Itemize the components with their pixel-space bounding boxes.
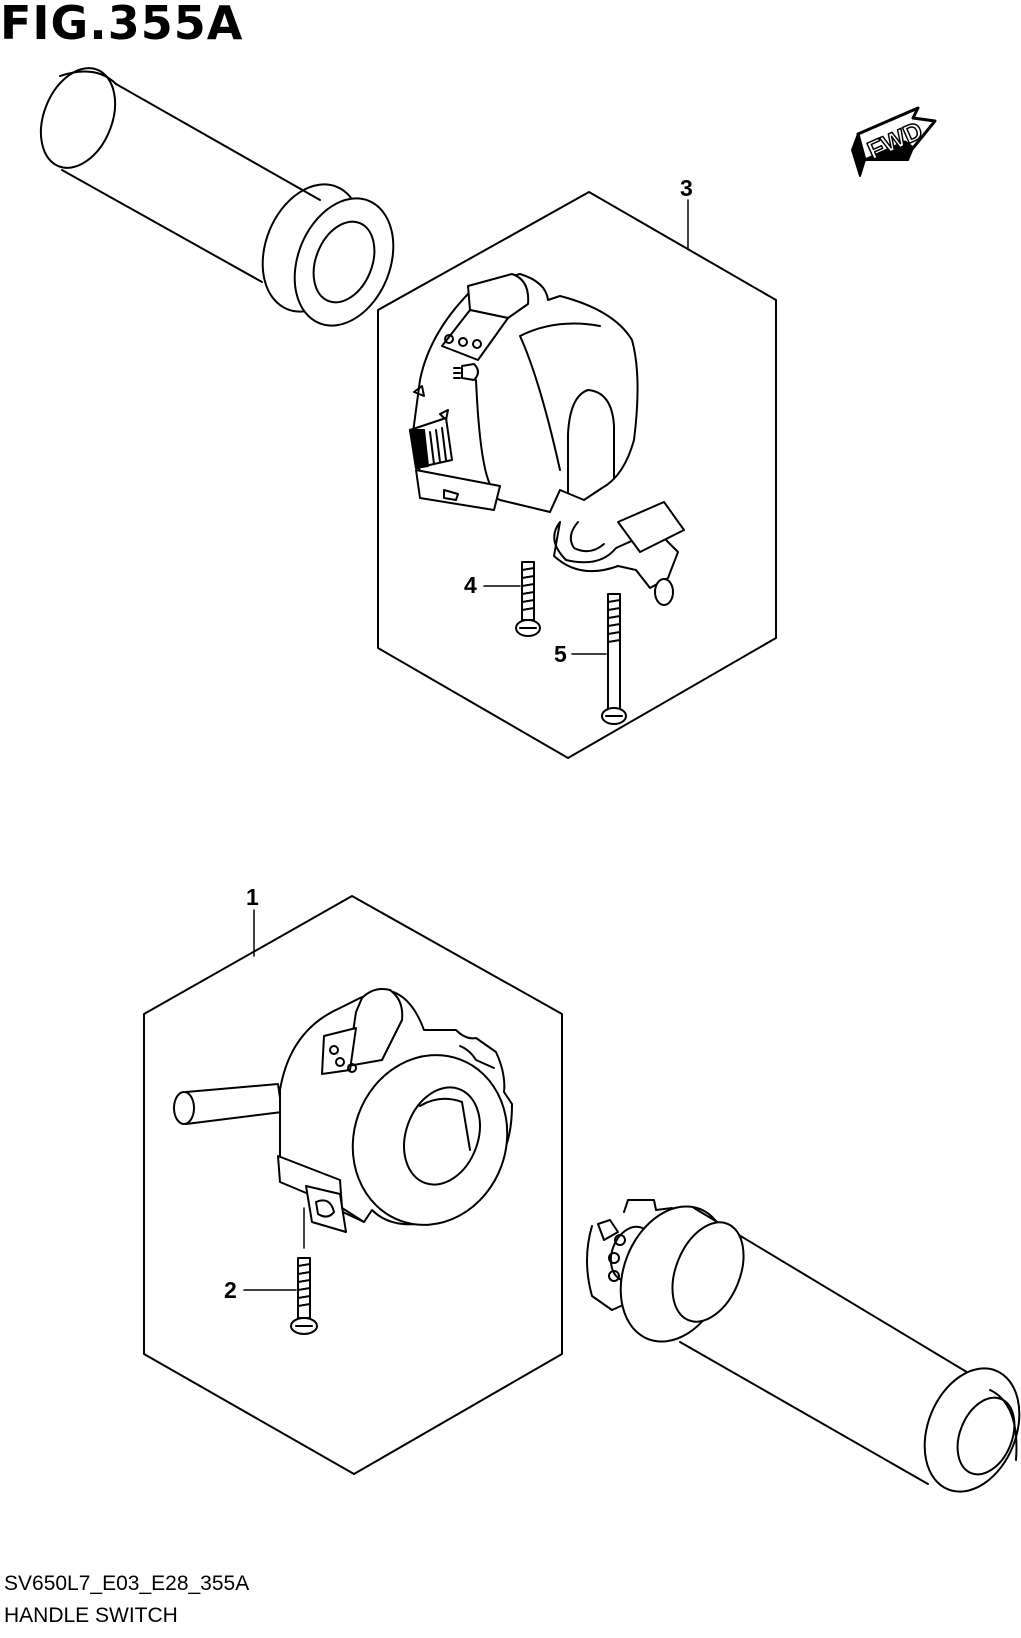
screw-5 bbox=[601, 593, 627, 725]
callout-3: 3 bbox=[680, 175, 693, 201]
right-grip bbox=[39, 67, 395, 327]
callout-5: 5 bbox=[554, 641, 567, 667]
fwd-arrow-icon: FWD bbox=[851, 106, 937, 177]
throttle-grip bbox=[586, 1199, 1021, 1493]
left-handle-switch bbox=[173, 988, 513, 1233]
right-handle-switch bbox=[409, 273, 685, 606]
figure-title: FIG.355A bbox=[0, 0, 244, 50]
kit-outline-1 bbox=[143, 895, 563, 1475]
screw-4 bbox=[515, 561, 541, 637]
kit-outline-3 bbox=[377, 191, 777, 759]
callout-1: 1 bbox=[246, 884, 259, 910]
callout-2: 2 bbox=[224, 1277, 237, 1303]
screw-2 bbox=[290, 1257, 318, 1335]
figure-name: HANDLE SWITCH bbox=[4, 1604, 178, 1627]
figure-code: SV650L7_E03_E28_355A bbox=[4, 1572, 250, 1595]
callout-4: 4 bbox=[464, 572, 477, 598]
